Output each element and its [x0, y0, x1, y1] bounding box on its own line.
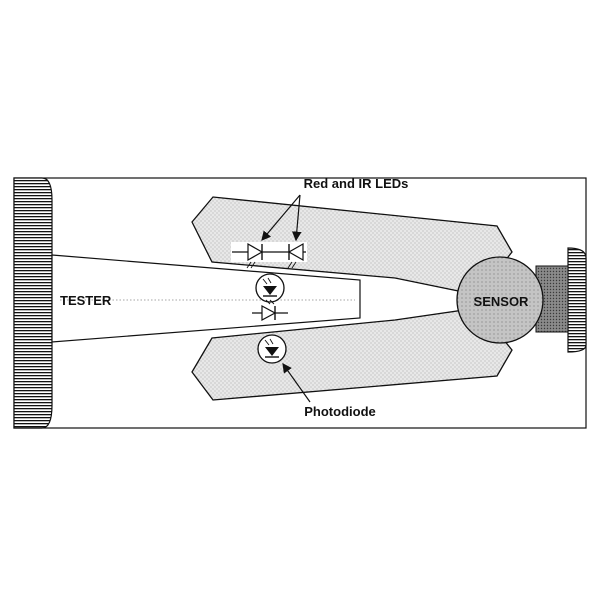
- photodiode-arrow: [282, 363, 311, 403]
- photodiode-label: Photodiode: [304, 404, 376, 419]
- leds-arrow-right: [291, 194, 302, 242]
- tester-probe: [51, 254, 361, 343]
- leds-arrow-left: [261, 194, 301, 241]
- leds-label: Red and IR LEDs: [304, 176, 409, 191]
- tester-photodiode-icon: [255, 273, 285, 303]
- tester-label: TESTER: [60, 293, 112, 308]
- sensor-body: [456, 256, 544, 344]
- lower-clip-arm: [191, 307, 513, 401]
- led-strip: [231, 242, 307, 269]
- sensor-label: SENSOR: [474, 294, 530, 309]
- sensor-cable-connector: [567, 247, 587, 353]
- sensor-photodiode-icon: [257, 334, 287, 364]
- tester-handle: [13, 177, 53, 429]
- red-led-icon: [246, 242, 264, 269]
- tester-led-icon: [252, 299, 288, 322]
- ir-led-icon: [287, 242, 304, 269]
